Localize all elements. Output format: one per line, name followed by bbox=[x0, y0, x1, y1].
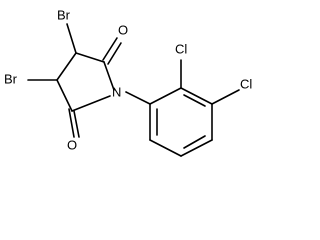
bond-ar2-ar3 bbox=[180, 87, 213, 105]
oxygen-label-top: O bbox=[118, 22, 128, 37]
bond-ar1-ar2 bbox=[149, 87, 182, 105]
oxygen-label-bottom: O bbox=[67, 137, 77, 152]
bond-c3-br bbox=[66, 23, 77, 54]
bond-ar3-cl bbox=[211, 89, 240, 105]
bond-n-aryl bbox=[125, 91, 151, 105]
bond-ar5-ar6 bbox=[149, 139, 182, 157]
nitrogen-label: N bbox=[112, 84, 121, 99]
bond-c5-o-bottom-b bbox=[73, 110, 80, 138]
chlorine-label-right: Cl bbox=[240, 76, 252, 91]
bond-ar-inner-a bbox=[183, 94, 206, 107]
bond-ar-inner-b bbox=[183, 135, 206, 149]
bond-c2-o-top-a bbox=[102, 37, 118, 61]
chemical-structure: Br Br O O N Cl Cl bbox=[4, 7, 252, 157]
bond-c2-n bbox=[103, 61, 115, 91]
bond-ar4-ar5 bbox=[180, 139, 213, 157]
bond-c5-n bbox=[71, 95, 111, 112]
bond-c5-o-bottom-a bbox=[68, 108, 75, 138]
bond-c3-c4 bbox=[56, 52, 77, 81]
bromine-label-top: Br bbox=[57, 7, 71, 22]
bond-c4-c5 bbox=[56, 79, 73, 112]
bond-c3-c2 bbox=[75, 52, 105, 63]
bromine-label-left: Br bbox=[4, 71, 18, 86]
bond-c2-o-top-b bbox=[107, 42, 122, 65]
chlorine-label-top: Cl bbox=[175, 41, 187, 56]
